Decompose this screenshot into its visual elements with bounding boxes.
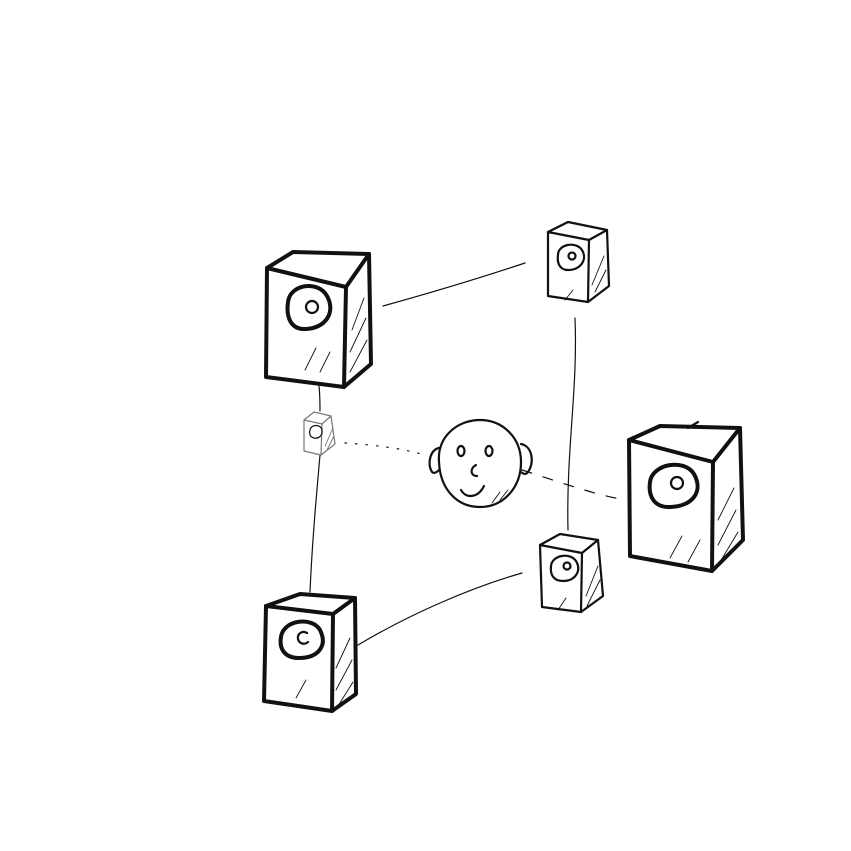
speaker-top-left-side <box>342 252 373 389</box>
speaker-bottom-right-tweeter <box>562 561 572 571</box>
speaker-right <box>627 420 745 573</box>
listener-head <box>428 418 533 509</box>
speaker-top-left <box>264 250 373 389</box>
speaker-bottom-left <box>262 592 358 713</box>
speaker-top-left-tweeter <box>304 299 320 315</box>
connection-top-right-to-bottom-right <box>567 317 577 531</box>
speaker-top-right <box>546 220 611 304</box>
speaker-mid-left <box>303 411 336 456</box>
listener-head-outline <box>437 418 523 509</box>
connection-bottom-left-to-bottom-right <box>357 572 523 646</box>
speaker-right-woofer <box>647 462 700 510</box>
listener-right-ear <box>519 442 533 475</box>
speaker-bottom-left-top <box>264 592 357 616</box>
speaker-bottom-right-top <box>538 532 600 555</box>
speaker-top-right-tweeter <box>567 251 577 261</box>
speaker-bottom-right-hatch <box>557 565 601 611</box>
connection-lines <box>309 262 627 646</box>
speaker-right-tab <box>686 420 700 430</box>
speaker-right-hatch <box>669 487 739 563</box>
speaker-top-right-hatch <box>564 255 607 301</box>
connection-listener-to-right <box>521 469 627 501</box>
connection-mid-left-to-listener <box>344 442 426 456</box>
speaker-top-left-hatch <box>304 297 368 373</box>
listener-mouth <box>459 484 486 497</box>
speaker-bottom-left-woofer <box>278 619 325 660</box>
listener-nose <box>470 463 479 478</box>
speaker-mid-left-hatch <box>324 427 335 451</box>
speaker-top-left-woofer <box>285 283 333 331</box>
speaker-top-right-woofer <box>556 243 586 272</box>
speaker-bottom-left-tweeter <box>296 630 310 645</box>
speaker-mid-left-side <box>320 415 336 456</box>
speaker-top-right-side <box>586 228 611 304</box>
speaker-bottom-left-hatch <box>295 637 354 707</box>
speaker-bottom-right-side <box>579 538 605 614</box>
speaker-mid-left-top <box>303 411 332 425</box>
speaker-top-right-top <box>546 220 609 242</box>
speaker-bottom-right <box>538 532 605 614</box>
speaker-top-left-top <box>265 250 371 289</box>
speaker-right-tweeter <box>669 475 685 491</box>
connection-mid-left-to-bottom-left <box>309 454 321 593</box>
listener-head-hatch <box>491 489 509 504</box>
listener-left-eye <box>456 444 466 458</box>
speaker-top-right-front <box>546 230 591 304</box>
speaker-bottom-left-side <box>330 596 358 713</box>
speaker-right-side <box>710 426 745 573</box>
speaker-bottom-right-woofer <box>549 554 580 583</box>
listener-left-ear <box>428 446 441 474</box>
connection-top-left-to-mid-left <box>318 385 321 412</box>
connection-top-left-to-top-right <box>382 262 526 307</box>
speaker-right-top <box>627 424 742 464</box>
speaker-mid-left-woofer <box>309 424 323 439</box>
listener-right-eye <box>484 444 494 458</box>
